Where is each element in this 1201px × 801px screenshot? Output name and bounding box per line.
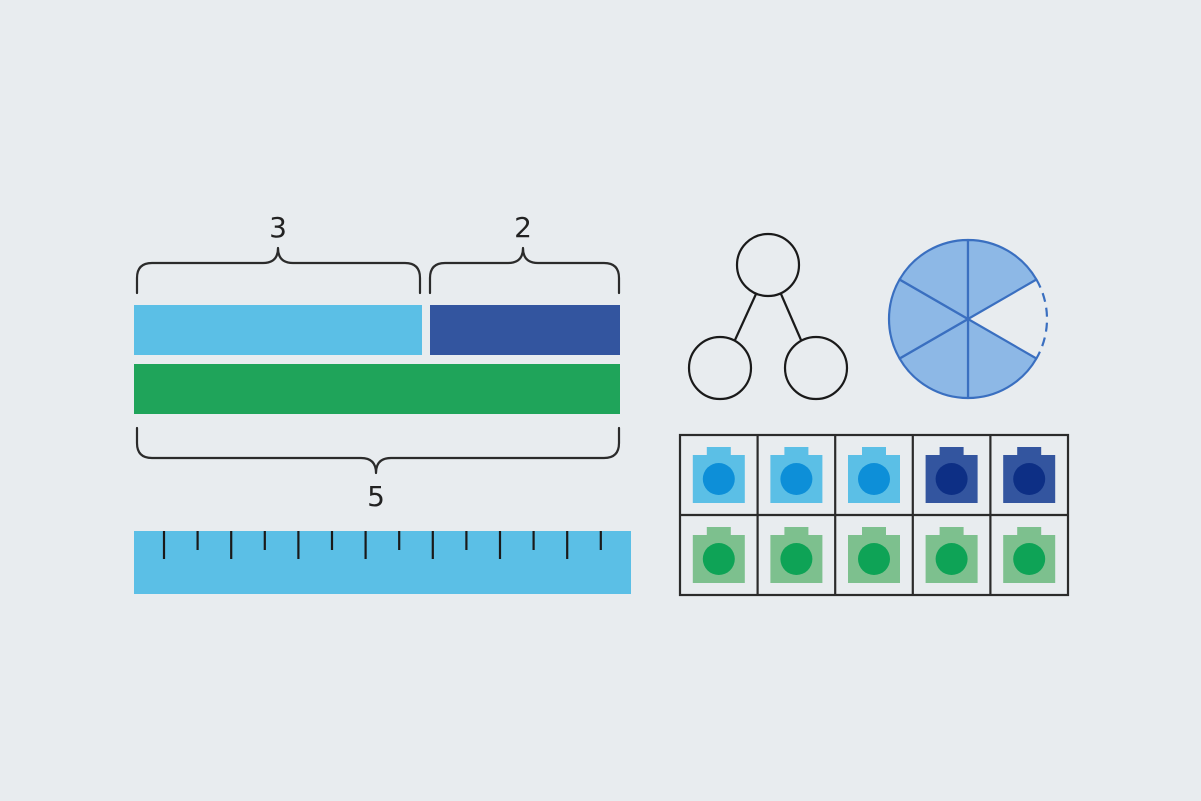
- connecting-cube-icon: [925, 447, 978, 503]
- bond-connector-right: [779, 293, 803, 341]
- part-a-label: 3: [269, 211, 287, 244]
- ruler-ticks: [162, 531, 602, 559]
- fraction-sector-shaded: [898, 238, 970, 321]
- ten-frame-icon: [678, 433, 1070, 597]
- connecting-cube-icon: [770, 447, 823, 503]
- part-a-bar: [134, 305, 422, 355]
- ruler-icon: [134, 531, 631, 594]
- ruler-body: [134, 531, 631, 594]
- fraction-sector-shaded: [966, 317, 1038, 400]
- whole-label: 5: [367, 480, 385, 513]
- connecting-cube-icon: [770, 527, 823, 583]
- part-b-label: 2: [514, 211, 532, 244]
- connecting-cube-icon: [1003, 527, 1056, 583]
- part-b-bar: [430, 305, 620, 355]
- fraction-sector-shaded: [966, 238, 1038, 321]
- fraction-sector-shaded: [887, 278, 970, 360]
- fraction-sector-empty: [1035, 278, 1049, 360]
- whole-brace-icon: [135, 426, 621, 475]
- fraction-sector-shaded: [898, 317, 970, 400]
- bar-model: 3 2 5: [134, 211, 621, 513]
- bond-part-left-circle: [687, 335, 753, 401]
- connecting-cube-icon: [925, 527, 978, 583]
- bond-connector-left: [733, 293, 758, 341]
- fraction-circle-icon: [887, 238, 1049, 400]
- connecting-cube-icon: [848, 527, 900, 583]
- connecting-cube-icon: [848, 447, 900, 503]
- bond-part-right-circle: [783, 335, 849, 401]
- part-a-brace-icon: [135, 246, 422, 295]
- part-b-brace-icon: [428, 246, 621, 295]
- bond-whole-circle: [735, 232, 801, 298]
- connecting-cube-icon: [1003, 447, 1056, 503]
- whole-bar: [134, 364, 620, 414]
- connecting-cube-icon: [692, 447, 745, 503]
- number-bond-icon: [687, 232, 849, 401]
- connecting-cube-icon: [692, 527, 745, 583]
